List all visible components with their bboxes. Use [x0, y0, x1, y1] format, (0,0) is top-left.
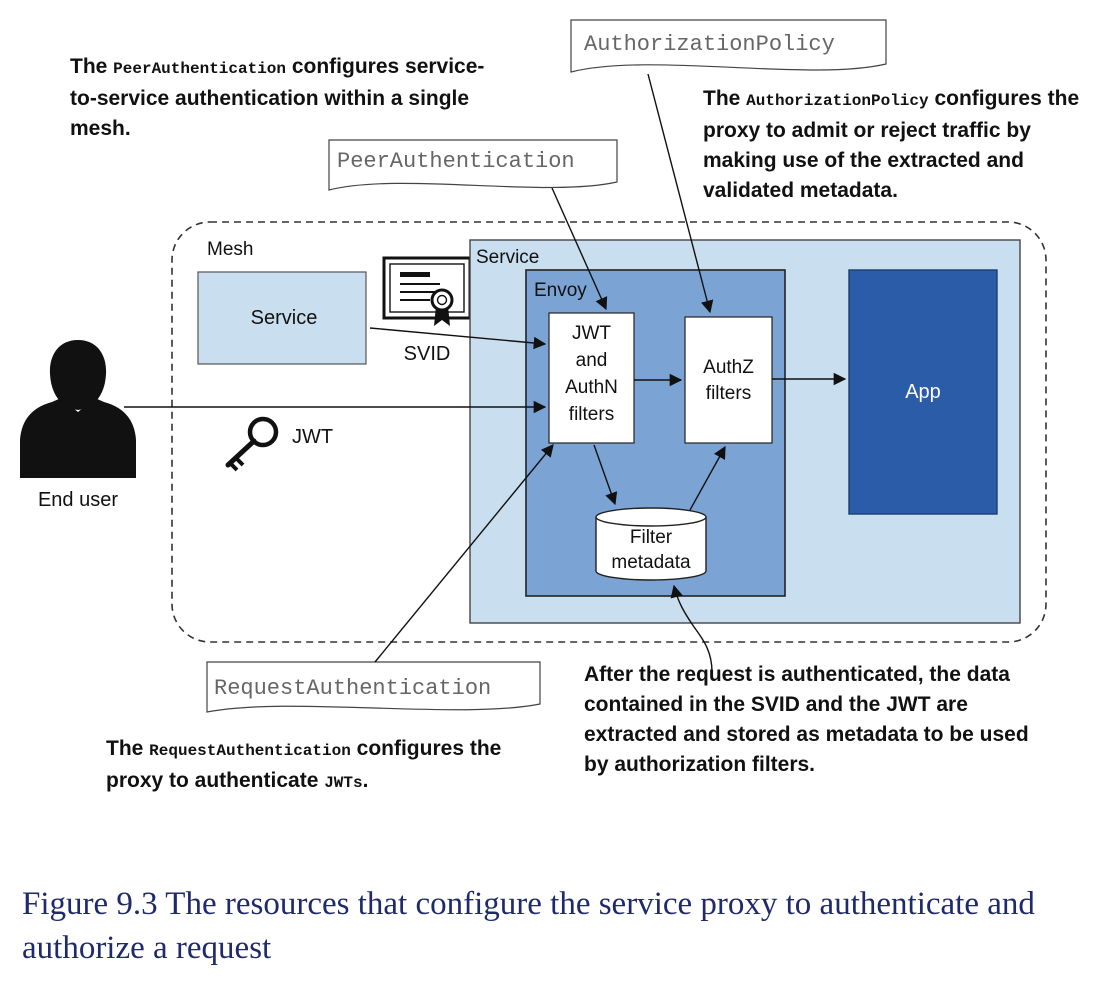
arrow-authorization-policy-to-authz — [647, 73, 714, 314]
request-authentication-doc — [206, 661, 541, 713]
authorization-policy-note: The AuthorizationPolicy configures the p… — [703, 87, 1080, 202]
metadata-line-1: Filter — [630, 527, 673, 548]
mesh-service-label: Service — [251, 307, 318, 329]
figure-caption: Figure 9.3 The resources that configure … — [22, 886, 1035, 966]
authz-filter-line-2: filters — [706, 383, 751, 404]
peer-authentication-doc — [328, 139, 618, 191]
envoy-label: Envoy — [534, 280, 587, 301]
certificate-icon — [382, 256, 472, 326]
architecture-diagram: Mesh Service SVID Service Envoy JWT and … — [20, 19, 1047, 713]
end-user-label: End user — [38, 489, 118, 511]
arrow-jwt-filters-to-metadata — [593, 444, 618, 506]
jwt-filter-line-2: and — [576, 350, 608, 371]
key-icon — [225, 416, 279, 472]
authorization-policy-label: AuthorizationPolicy — [584, 32, 835, 57]
arrow-mesh-service-to-jwt-filters — [369, 327, 547, 350]
peer-authentication-note: The PeerAuthentication configures servic… — [70, 55, 485, 140]
authorization-policy-doc — [570, 19, 887, 73]
jwt-filter-line-4: filters — [569, 404, 614, 425]
end-user-icon — [20, 340, 136, 478]
app-box — [848, 269, 998, 515]
authz-filters-box — [684, 316, 773, 444]
jwt-filter-line-3: AuthN — [565, 377, 618, 398]
jwt-label: JWT — [292, 426, 333, 448]
authz-filter-line-1: AuthZ — [703, 357, 754, 378]
mesh-boundary — [171, 221, 1047, 643]
callout-metadata-pointer — [670, 584, 713, 673]
peer-authentication-label: PeerAuthentication — [337, 149, 575, 174]
metadata-note: After the request is authenticated, the … — [584, 663, 1029, 776]
mesh-service-box — [197, 271, 367, 365]
request-authentication-note: The RequestAuthentication configures the… — [106, 737, 502, 792]
arrow-peer-auth-to-jwt-filters — [551, 187, 608, 311]
arrow-request-auth-to-jwt-filters — [374, 444, 554, 663]
app-label: App — [905, 381, 941, 403]
metadata-line-2: metadata — [611, 552, 691, 573]
jwt-filter-line-1: JWT — [572, 323, 611, 344]
service-label: Service — [476, 247, 539, 268]
svid-label: SVID — [404, 343, 451, 365]
flow-arrows — [124, 73, 847, 673]
request-authentication-label: RequestAuthentication — [214, 676, 491, 701]
jwt-authn-filters-box — [548, 312, 635, 444]
filter-metadata-store — [595, 507, 707, 581]
mesh-label: Mesh — [207, 239, 253, 260]
arrow-metadata-to-authz — [689, 445, 726, 511]
